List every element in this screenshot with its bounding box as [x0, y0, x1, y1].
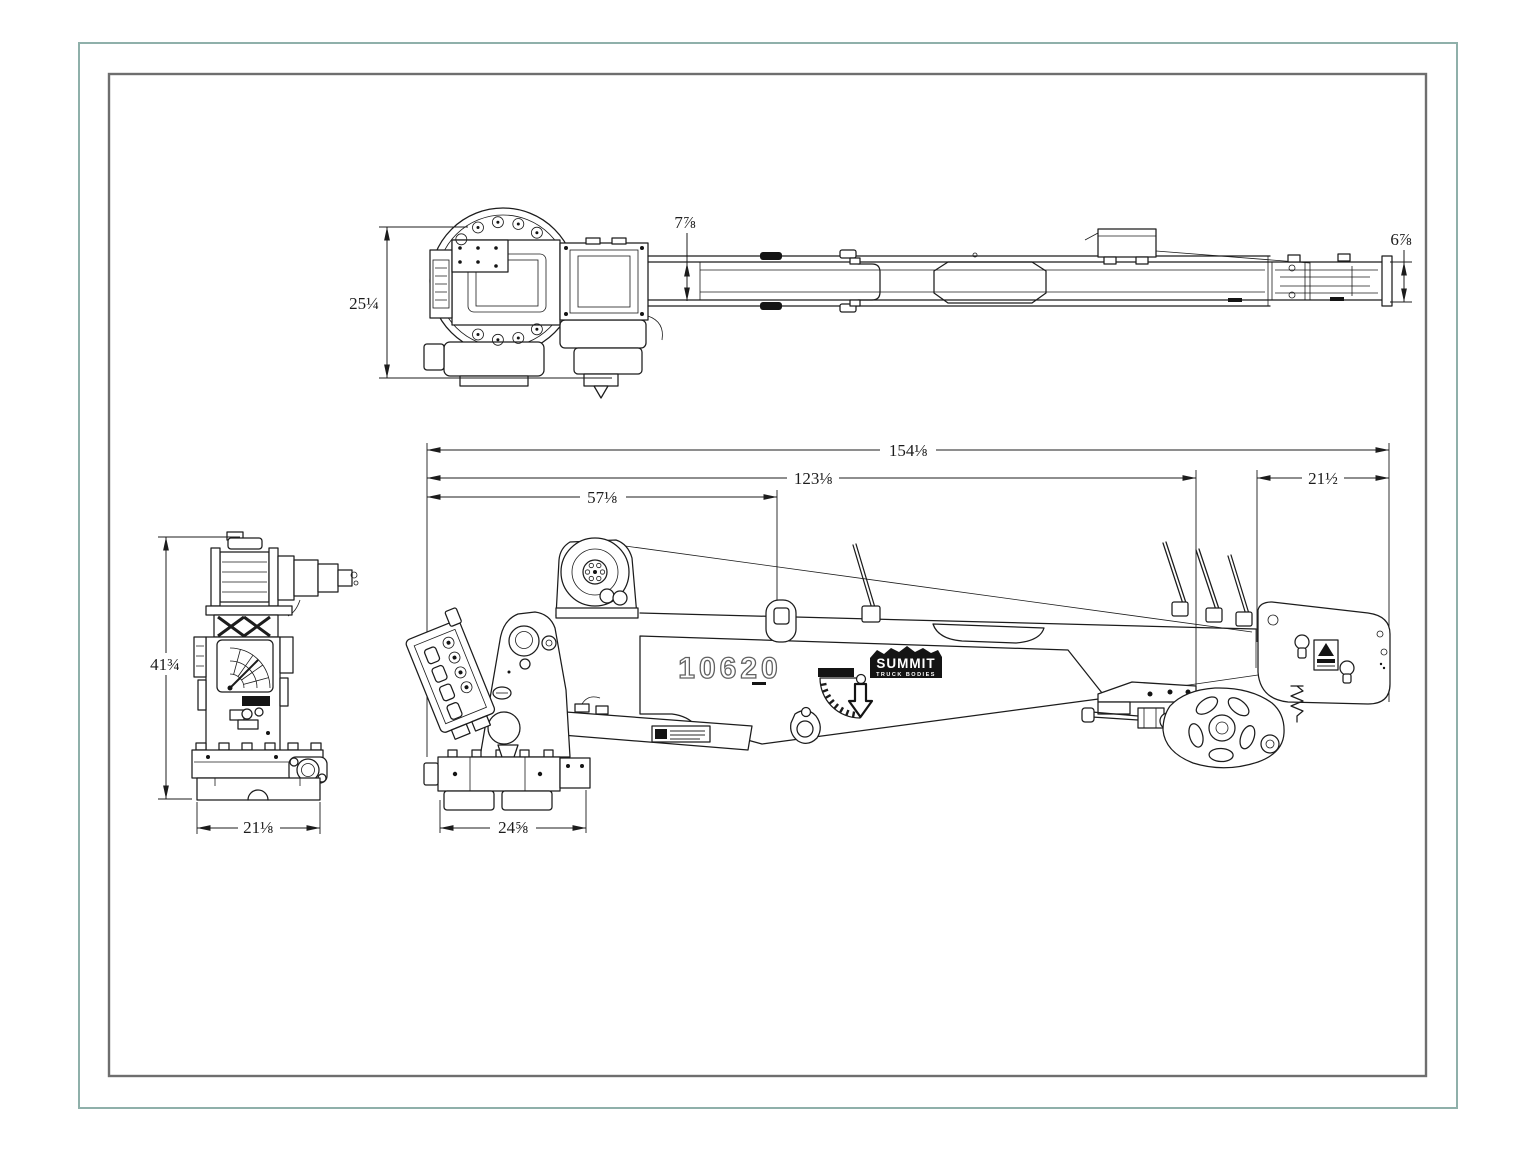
logo-title: SUMMIT	[876, 656, 935, 671]
valve-plumbing	[229, 707, 270, 735]
front-view	[158, 531, 359, 834]
swivel-gear-motor	[559, 315, 663, 399]
tip-warning-label	[1313, 639, 1339, 671]
dim-label-top-overall-width: 25¼	[349, 294, 379, 313]
bearing-housing	[429, 239, 561, 326]
load-gauge	[216, 639, 274, 693]
boom-tip-plate	[1257, 601, 1391, 705]
winch-plan	[559, 237, 649, 321]
side-winch	[555, 537, 639, 619]
hoist-cable	[617, 544, 1253, 633]
model-underline	[752, 682, 766, 685]
tip-support-bracket	[1081, 681, 1197, 729]
hydraulic-port-flange	[288, 756, 328, 784]
dim-label-length-to-tip-section: 123⅛	[794, 469, 833, 488]
boom-angle-indicator-icon	[818, 668, 874, 719]
pedestal-mast	[479, 611, 571, 758]
logo-subtitle: TRUCK BODIES	[876, 672, 936, 678]
boom-base-section	[639, 635, 1107, 745]
front-base	[191, 742, 328, 801]
front-data-label	[242, 696, 270, 706]
dim-label-front-height: 41¾	[150, 655, 180, 674]
boom-tie-down-lug	[765, 599, 797, 643]
winch-mount-plate	[205, 605, 293, 616]
tension-spring	[1290, 685, 1304, 723]
cylinder-warning-label	[651, 725, 711, 743]
sheave-block	[1159, 687, 1285, 769]
dim-top-overall-width	[379, 226, 612, 379]
dim-top-tip-width	[1390, 250, 1412, 303]
top-view	[379, 207, 1412, 399]
boom-pivot-lug	[790, 706, 821, 745]
boom-upper-section	[639, 612, 1259, 698]
dim-label-top-boom-width: 7⅞	[674, 213, 696, 232]
cable-keeper-rods	[852, 541, 1253, 627]
summit-logo: SUMMIT TRUCK BODIES	[870, 646, 942, 678]
side-view: 10620 SUMMIT TRUCK BODIES	[405, 537, 1391, 833]
lower-housing	[423, 341, 545, 387]
dim-label-front-base-width: 21⅛	[243, 818, 273, 837]
sheet-outer-border	[78, 42, 1458, 1109]
boom-plan	[647, 228, 1393, 313]
sheet-inner-border	[107, 72, 1428, 1078]
dimension-labels: 154⅛ 123⅛ 21½ 57⅛ 25¼ 7⅞ 6⅞ 41¾ 21⅛ 24⅝	[143, 213, 1412, 838]
bearing-bolts	[455, 216, 543, 346]
dim-label-overall-length: 154⅛	[889, 441, 928, 460]
mounting-base	[423, 744, 591, 811]
control-box	[405, 607, 496, 740]
dim-label-tip-section-length: 21½	[1308, 469, 1338, 488]
dim-label-side-base-length: 24⅝	[498, 818, 528, 837]
model-number: 10620	[678, 652, 781, 685]
front-body	[193, 636, 294, 754]
dim-label-top-tip-width: 6⅞	[1390, 230, 1412, 249]
mast-truss	[213, 614, 279, 638]
dim-label-length-to-boom-lug: 57⅛	[587, 488, 617, 507]
front-winch	[210, 531, 359, 617]
